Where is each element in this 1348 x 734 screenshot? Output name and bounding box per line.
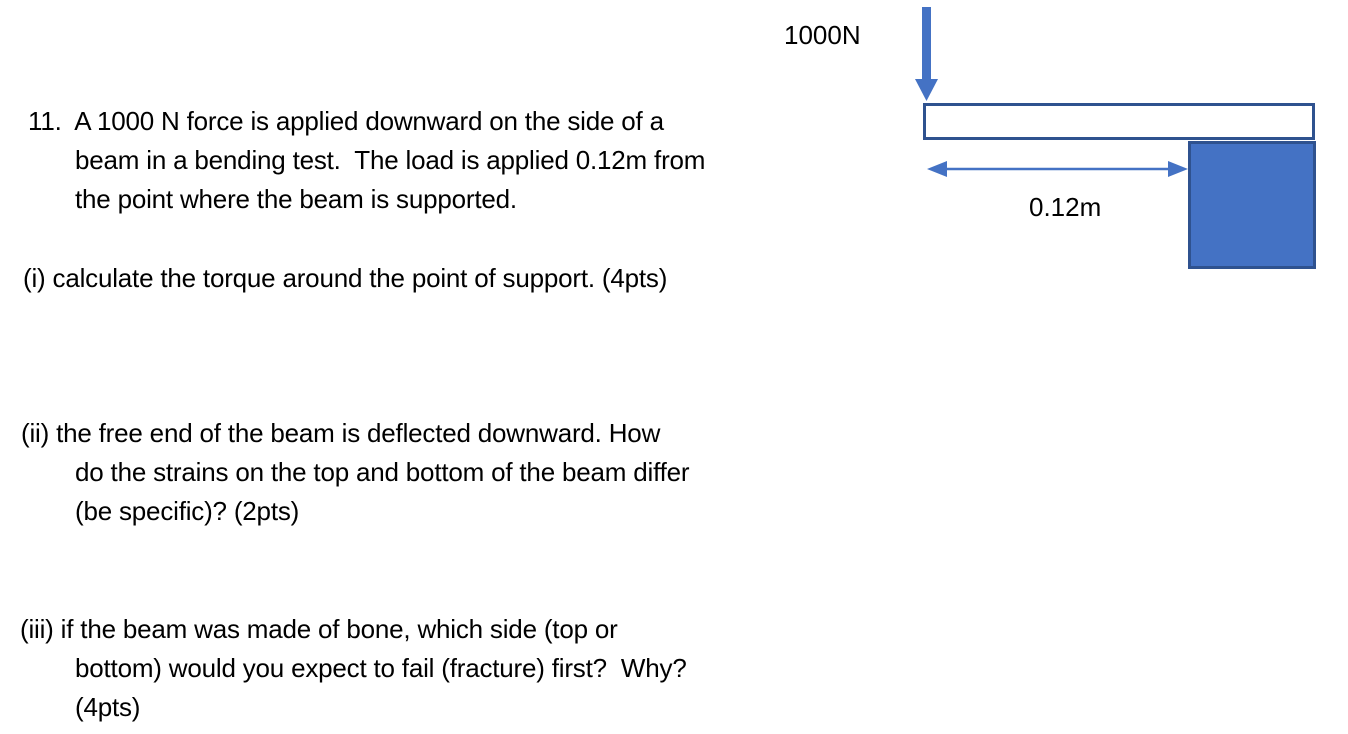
part-iii-line-1: (iii) if the beam was made of bone, whic… bbox=[20, 614, 618, 644]
distance-value-label: 0.12m bbox=[1029, 192, 1102, 222]
beam-rect bbox=[923, 103, 1315, 140]
question-11-stem: 11. A 1000 N force is applied downward o… bbox=[28, 102, 705, 219]
force-arrow-head bbox=[915, 79, 938, 101]
question-part-iii: (iii) if the beam was made of bone, whic… bbox=[20, 610, 687, 727]
dimension-arrowhead-right bbox=[1168, 161, 1188, 177]
question-part-ii: (ii) the free end of the beam is deflect… bbox=[21, 414, 690, 531]
part-i-line-1: (i) calculate the torque around the poin… bbox=[23, 263, 668, 293]
force-value-label: 1000N bbox=[784, 20, 861, 50]
question-part-i: (i) calculate the torque around the poin… bbox=[23, 259, 667, 298]
question-11-line-1: 11. A 1000 N force is applied downward o… bbox=[28, 106, 664, 136]
part-iii-line-2: bottom) would you expect to fail (fractu… bbox=[75, 653, 687, 683]
part-ii-line-1: (ii) the free end of the beam is deflect… bbox=[21, 418, 661, 448]
part-ii-line-3: (be specific)? (2pts) bbox=[75, 496, 300, 526]
part-ii-line-2: do the strains on the top and bottom of … bbox=[75, 457, 690, 487]
part-iii-line-3: (4pts) bbox=[75, 692, 141, 722]
force-arrow-shaft bbox=[922, 7, 931, 81]
support-block bbox=[1188, 141, 1316, 269]
dimension-arrowhead-left bbox=[927, 161, 947, 177]
question-11-line-3: the point where the beam is supported. bbox=[75, 184, 517, 214]
question-11-line-2: beam in a bending test. The load is appl… bbox=[75, 145, 706, 175]
beam-diagram bbox=[915, 7, 1316, 269]
